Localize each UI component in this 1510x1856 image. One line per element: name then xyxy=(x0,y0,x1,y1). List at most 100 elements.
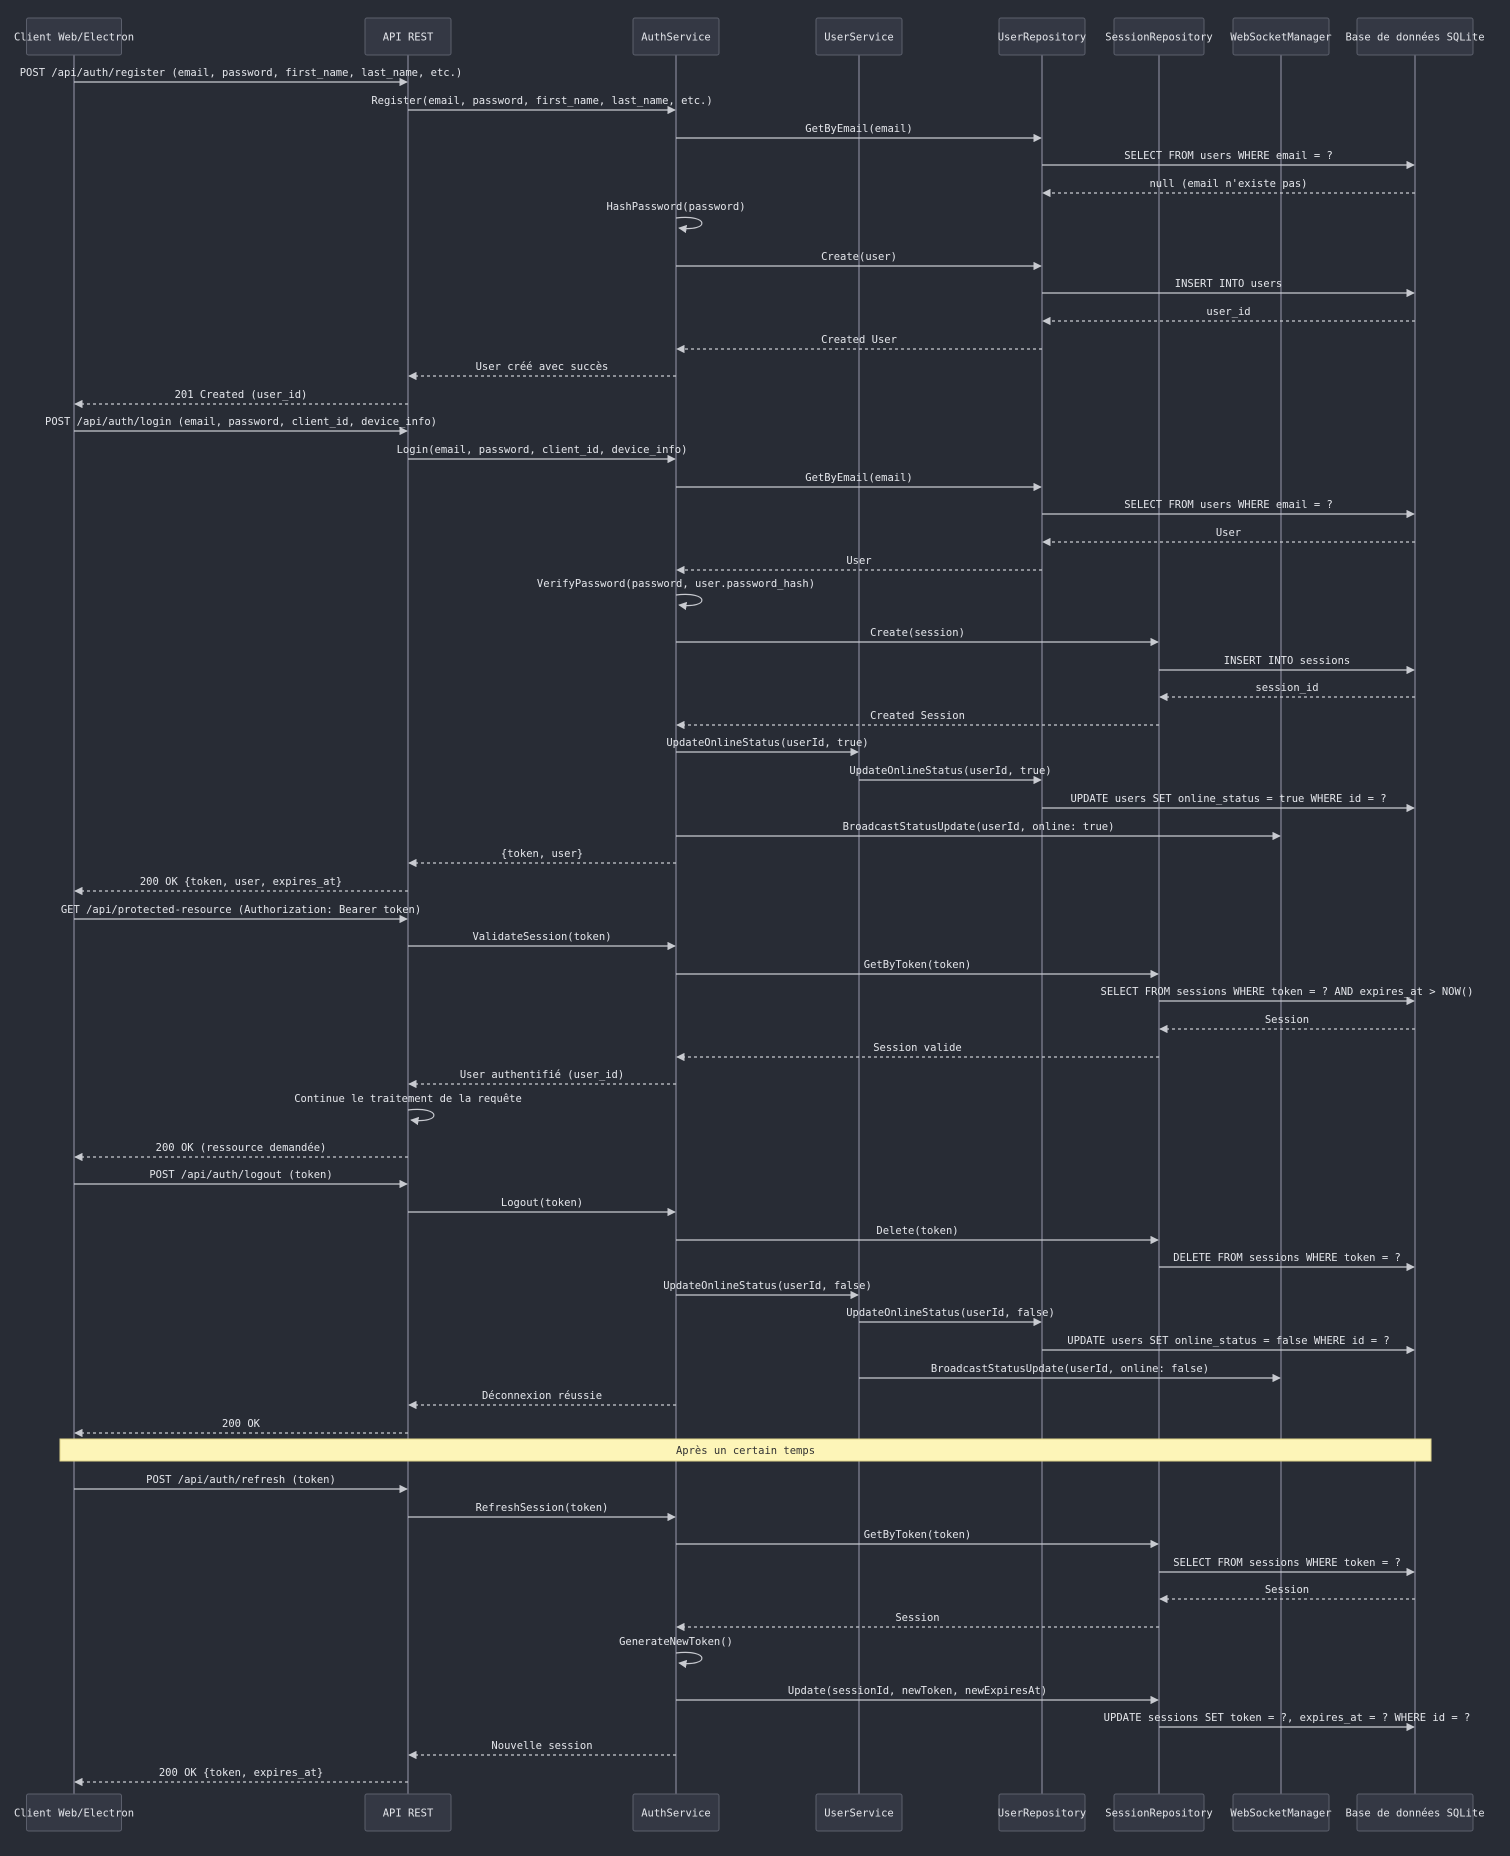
message: UpdateOnlineStatus(userId, true) xyxy=(666,737,869,757)
message-label: RefreshSession(token) xyxy=(476,1502,609,1514)
participant-api-top: API REST xyxy=(364,17,452,56)
message: Session xyxy=(1159,1014,1415,1034)
message-label: UPDATE sessions SET token = ?, expires_a… xyxy=(1104,1712,1471,1724)
participant-box xyxy=(364,17,452,56)
participant-label: Client Web/Electron xyxy=(14,32,134,44)
message: BroadcastStatusUpdate(userId, online: fa… xyxy=(859,1363,1281,1383)
participant-box xyxy=(815,17,903,56)
message: Login(email, password, client_id, device… xyxy=(397,444,687,464)
message: ValidateSession(token) xyxy=(408,931,676,951)
message: UpdateOnlineStatus(userId, false) xyxy=(663,1280,872,1300)
message-label: Create(session) xyxy=(870,627,965,639)
message: UPDATE users SET online_status = true WH… xyxy=(1042,793,1415,813)
participant-label: UserService xyxy=(824,1808,894,1820)
messages: POST /api/auth/register (email, password… xyxy=(20,67,1473,1787)
participant-label: API REST xyxy=(383,32,434,44)
participant-ws-top: WebSocketManager xyxy=(1230,17,1332,56)
message-label: Delete(token) xyxy=(876,1225,958,1237)
message: Create(session) xyxy=(676,627,1159,647)
message: User xyxy=(676,555,1042,575)
participant-box xyxy=(998,17,1086,56)
lifelines xyxy=(73,55,1416,1794)
message-label: GetByToken(token) xyxy=(864,1529,971,1541)
message: UpdateOnlineStatus(userId, false) xyxy=(846,1307,1055,1327)
participant-label: API REST xyxy=(383,1808,434,1820)
message-label: User authentifié (user_id) xyxy=(460,1069,624,1081)
participant-ws-bottom: WebSocketManager xyxy=(1230,1793,1332,1832)
participant-box xyxy=(998,1793,1086,1832)
message-label: Déconnexion réussie xyxy=(482,1390,602,1402)
message: Created Session xyxy=(676,710,1159,730)
message: RefreshSession(token) xyxy=(408,1502,676,1522)
message-label: POST /api/auth/register (email, password… xyxy=(20,67,463,79)
message-label: DELETE FROM sessions WHERE token = ? xyxy=(1173,1252,1401,1264)
participant-box xyxy=(364,1793,452,1832)
message-label: GenerateNewToken() xyxy=(619,1636,733,1648)
message: SELECT FROM sessions WHERE token = ? xyxy=(1159,1557,1415,1577)
message: DELETE FROM sessions WHERE token = ? xyxy=(1159,1252,1415,1272)
message-label: VerifyPassword(password, user.password_h… xyxy=(537,578,815,590)
message-label: {token, user} xyxy=(501,848,583,860)
participant-box xyxy=(815,1793,903,1832)
message: UpdateOnlineStatus(userId, true) xyxy=(849,765,1052,785)
participant-box xyxy=(1113,1793,1205,1832)
participant-label: AuthService xyxy=(641,32,711,44)
message-label: GetByEmail(email) xyxy=(805,123,912,135)
message: GenerateNewToken() xyxy=(619,1636,733,1669)
note-box xyxy=(59,1438,1432,1462)
participant-usersvc-bottom: UserService xyxy=(815,1793,903,1832)
message-label: GET /api/protected-resource (Authorizati… xyxy=(61,904,421,916)
message: SELECT FROM users WHERE email = ? xyxy=(1042,499,1415,519)
message-label: INSERT INTO sessions xyxy=(1224,655,1350,667)
participant-auth-bottom: AuthService xyxy=(632,1793,720,1832)
message: BroadcastStatusUpdate(userId, online: tr… xyxy=(676,821,1281,841)
message: GET /api/protected-resource (Authorizati… xyxy=(61,904,421,924)
participant-label: Base de données SQLite xyxy=(1345,1808,1484,1820)
participant-userrepo-top: UserRepository xyxy=(998,17,1086,56)
participant-api-bottom: API REST xyxy=(364,1793,452,1832)
message: SELECT FROM users WHERE email = ? xyxy=(1042,150,1415,170)
self-message-arrow xyxy=(675,1651,703,1669)
message-label: 200 OK {token, expires_at} xyxy=(159,1767,323,1779)
message-label: UpdateOnlineStatus(userId, true) xyxy=(666,737,868,749)
participant-sessrepo-bottom: SessionRepository xyxy=(1105,1793,1213,1832)
message: INSERT INTO sessions xyxy=(1159,655,1415,675)
message: Update(sessionId, newToken, newExpiresAt… xyxy=(676,1685,1159,1705)
message-label: POST /api/auth/logout (token) xyxy=(149,1169,332,1181)
message-label: UpdateOnlineStatus(userId, false) xyxy=(846,1307,1055,1319)
message-label: 200 OK (ressource demandée) xyxy=(156,1142,327,1154)
participant-label: AuthService xyxy=(641,1808,711,1820)
participant-label: WebSocketManager xyxy=(1230,32,1331,44)
participant-label: UserRepository xyxy=(998,1808,1087,1820)
message: user_id xyxy=(1042,306,1415,326)
participant-label: SessionRepository xyxy=(1105,32,1212,44)
message-label: ValidateSession(token) xyxy=(472,931,611,943)
participant-box xyxy=(1356,1793,1474,1832)
message-label: Logout(token) xyxy=(501,1197,583,1209)
message: Session xyxy=(1159,1584,1415,1604)
message-label: SELECT FROM sessions WHERE token = ? xyxy=(1173,1557,1401,1569)
message-label: SELECT FROM users WHERE email = ? xyxy=(1124,499,1333,511)
participant-box xyxy=(1113,17,1205,56)
message-label: UpdateOnlineStatus(userId, false) xyxy=(663,1280,872,1292)
message: 200 OK xyxy=(74,1418,408,1438)
message-label: Nouvelle session xyxy=(491,1740,592,1752)
message-label: UpdateOnlineStatus(userId, true) xyxy=(849,765,1051,777)
message: User créé avec succès xyxy=(408,361,676,381)
message-label: 200 OK {token, user, expires_at} xyxy=(140,876,342,888)
message-label: BroadcastStatusUpdate(userId, online: tr… xyxy=(843,821,1115,833)
participant-client-bottom: Client Web/Electron xyxy=(14,1793,134,1832)
participant-client-top: Client Web/Electron xyxy=(14,17,134,56)
message-label: UPDATE users SET online_status = false W… xyxy=(1067,1335,1389,1347)
message-label: User xyxy=(1216,527,1241,539)
message: Nouvelle session xyxy=(408,1740,676,1760)
message-label: Session xyxy=(895,1612,939,1624)
participants-bottom: Client Web/Electron API REST AuthService Us… xyxy=(14,1793,1485,1832)
note-text: Après un certain temps xyxy=(676,1445,815,1457)
participant-box xyxy=(1356,17,1474,56)
message: User xyxy=(1042,527,1415,547)
message: INSERT INTO users xyxy=(1042,278,1415,298)
message: Create(user) xyxy=(676,251,1042,271)
message-label: Register(email, password, first_name, la… xyxy=(371,95,712,107)
